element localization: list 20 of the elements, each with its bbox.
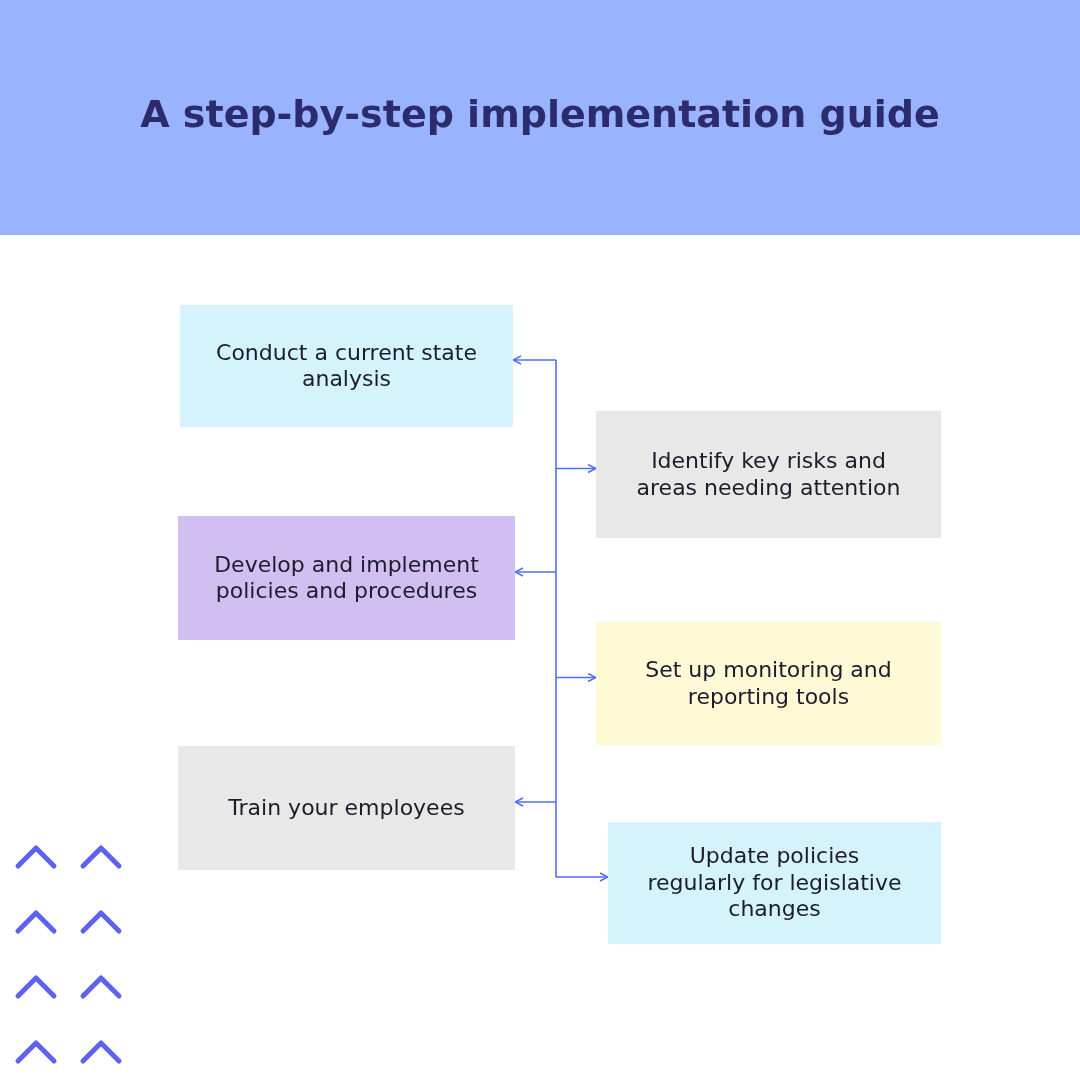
step-text: Set up monitoring and reporting tools [644, 657, 893, 710]
trunk-line [555, 359, 557, 878]
title: A step-by-step implementation guide [139, 92, 941, 136]
step-text: Train your employees [228, 794, 465, 822]
arrow [555, 872, 609, 882]
step-box [180, 305, 513, 427]
arrow [514, 567, 557, 577]
arrow [514, 797, 557, 807]
arrow [555, 463, 597, 474]
arrow [512, 355, 557, 365]
step-box [608, 822, 941, 944]
arrow [555, 672, 597, 683]
step-text: Conduct a current state analysis [215, 339, 478, 393]
step-box [178, 516, 515, 640]
step-text: Develop and implement policies and procedures [213, 551, 480, 605]
step-box [596, 622, 941, 745]
step-text: Update policies regularly for legislative changes [646, 843, 903, 923]
step-box [178, 746, 515, 870]
step-text: Identify key risks and areas needing attention [635, 448, 902, 501]
step-box [596, 411, 941, 538]
